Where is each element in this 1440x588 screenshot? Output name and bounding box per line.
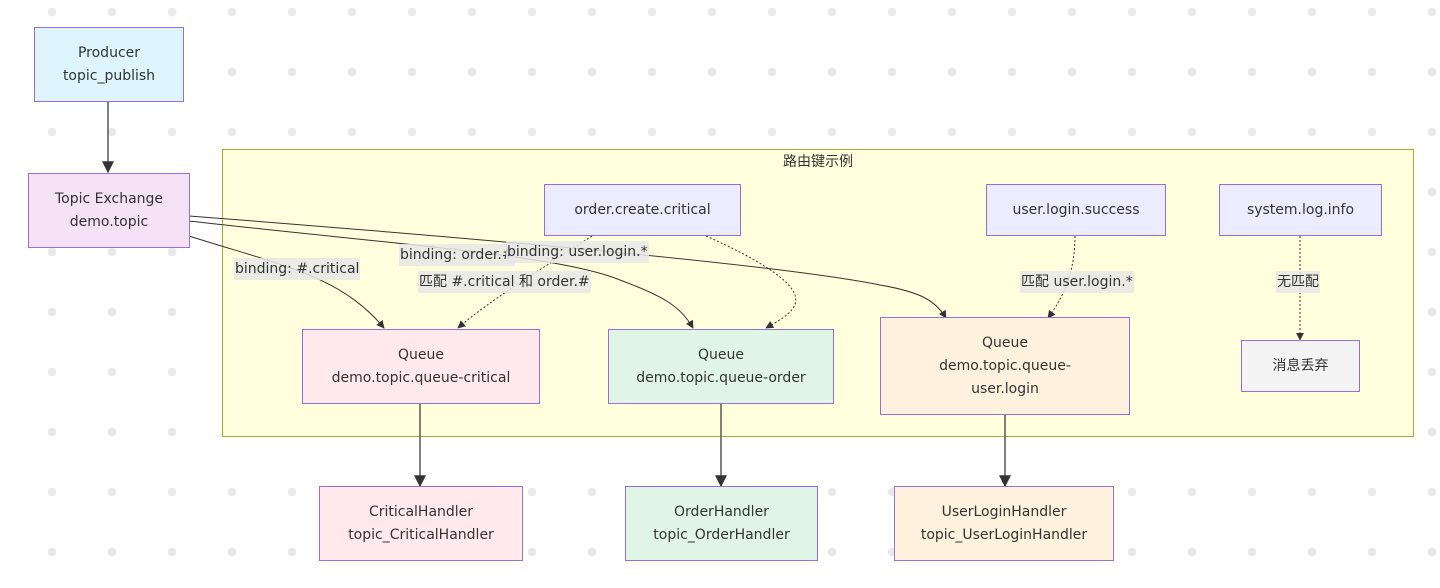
routing-key-user-node[interactable]: user.login.success <box>986 184 1166 236</box>
edge-label-binding-order: binding: order.# <box>399 244 515 266</box>
node-title: Queue <box>982 334 1028 351</box>
node-label: 消息丢弃 <box>1272 357 1329 374</box>
node-subtitle: demo.topic.queue- <box>939 357 1071 374</box>
node-label: user.login.success <box>1012 201 1140 218</box>
producer-node[interactable]: Producer topic_publish <box>34 27 184 102</box>
node-title: CriticalHandler <box>368 503 474 520</box>
node-title: Topic Exchange <box>54 190 164 207</box>
edge-label-no-match: 无匹配 <box>1276 271 1320 293</box>
node-title: Queue <box>698 346 744 363</box>
node-title: UserLoginHandler <box>941 503 1067 520</box>
node-subtitle: topic_OrderHandler <box>653 526 790 543</box>
node-subtitle: demo.topic <box>69 213 149 230</box>
routing-key-order-node[interactable]: order.create.critical <box>544 184 741 236</box>
node-subtitle: demo.topic.queue-critical <box>331 369 511 386</box>
node-label: order.create.critical <box>574 201 711 218</box>
node-subtitle-cont: user.login <box>971 380 1039 397</box>
node-title: OrderHandler <box>674 503 769 520</box>
message-dropped-node[interactable]: 消息丢弃 <box>1241 340 1360 392</box>
user-login-handler-node[interactable]: UserLoginHandler topic_UserLoginHandler <box>894 486 1114 561</box>
topic-exchange-node[interactable]: Topic Exchange demo.topic <box>28 173 190 248</box>
node-title: Producer <box>77 44 141 61</box>
edge-label-match-user: 匹配 user.login.* <box>1020 271 1134 293</box>
node-subtitle: topic_publish <box>62 67 156 84</box>
node-subtitle: topic_UserLoginHandler <box>920 526 1088 543</box>
queue-critical-node[interactable]: Queue demo.topic.queue-critical <box>302 329 540 404</box>
node-subtitle: demo.topic.queue-order <box>636 369 806 386</box>
queue-order-node[interactable]: Queue demo.topic.queue-order <box>608 329 834 404</box>
node-title: Queue <box>398 346 444 363</box>
node-subtitle: topic_CriticalHandler <box>348 526 494 543</box>
cluster-title: 路由键示例 <box>783 154 853 170</box>
edge-label-match-order: 匹配 #.critical 和 order.# <box>418 271 591 293</box>
node-label: system.log.info <box>1246 201 1355 218</box>
queue-user-login-node[interactable]: Queue demo.topic.queue- user.login <box>880 317 1130 415</box>
routing-key-system-node[interactable]: system.log.info <box>1219 184 1382 236</box>
critical-handler-node[interactable]: CriticalHandler topic_CriticalHandler <box>319 486 523 561</box>
order-handler-node[interactable]: OrderHandler topic_OrderHandler <box>625 486 818 561</box>
edge-label-binding-user: binding: user.login.* <box>506 241 649 263</box>
edge-label-binding-critical: binding: #.critical <box>234 258 361 280</box>
